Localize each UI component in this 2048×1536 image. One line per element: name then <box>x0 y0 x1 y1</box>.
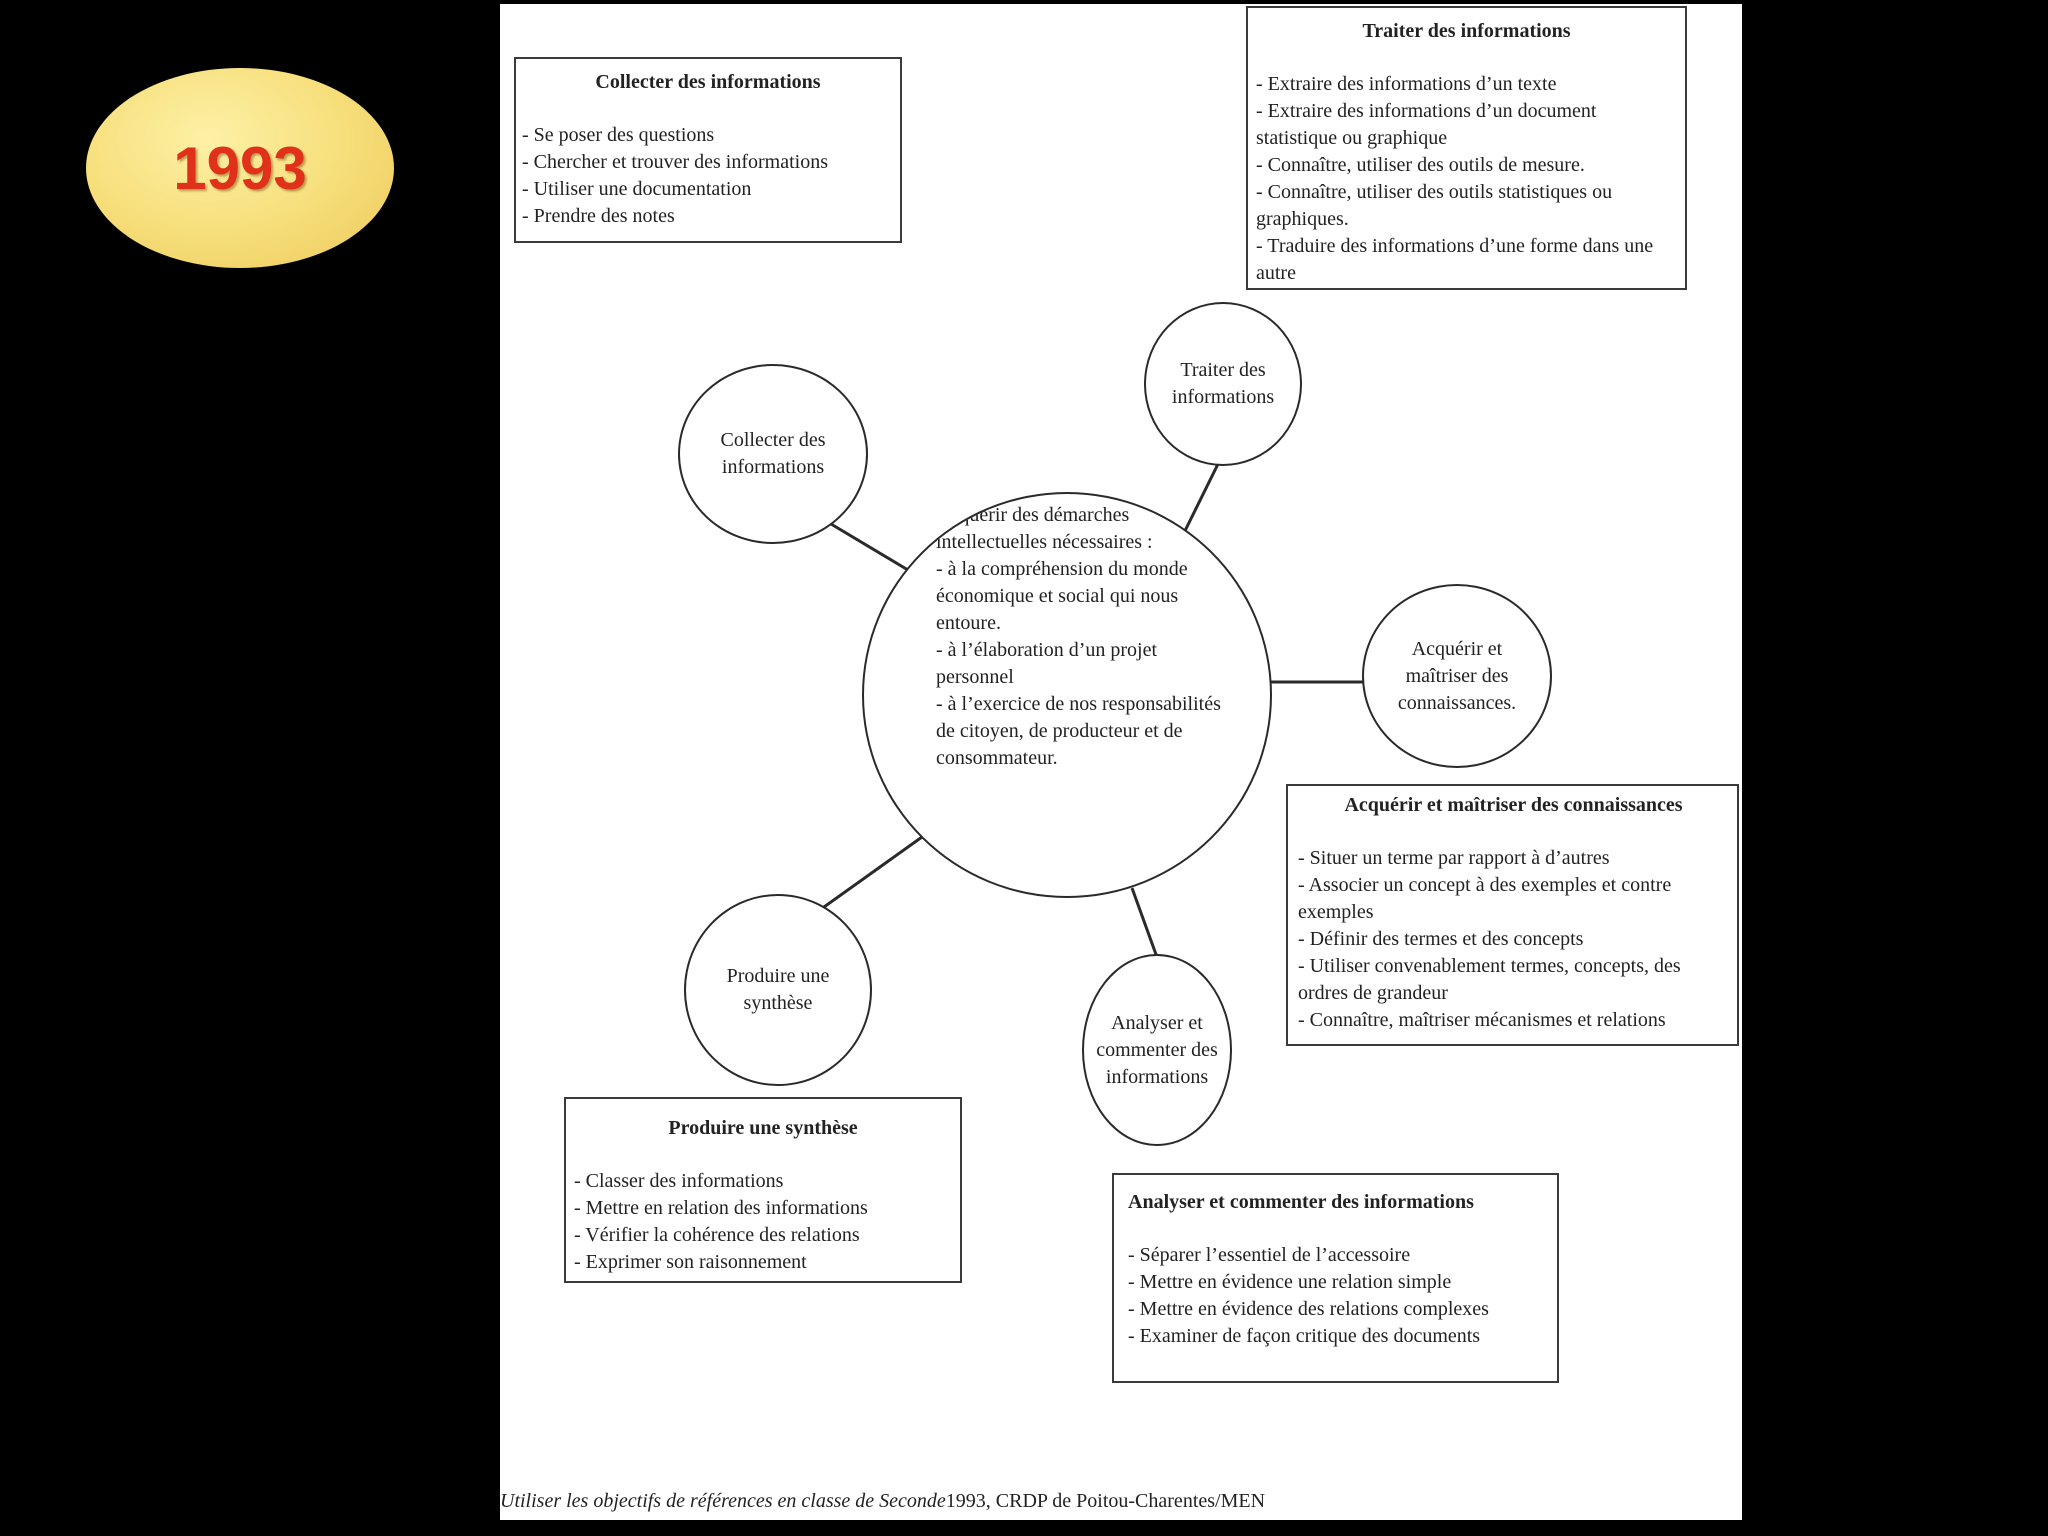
box-acquerir-list: - Situer un terme par rapport à d’autres… <box>1298 845 1729 1034</box>
box-produire: Produire une synthèse - Classer des info… <box>564 1097 962 1283</box>
circle-collecter: Collecter des informations <box>678 364 868 544</box>
center-line: - à l’élaboration d’un projet personnel <box>936 639 1158 688</box>
box-acquerir-title: Acquérir et maîtriser des connaissances <box>1344 794 1683 816</box>
box-analyser-title: Analyser et commenter des informations <box>1128 1191 1474 1213</box>
list-item: - Vérifier la cohérence des relations <box>574 1224 860 1246</box>
circle-collecter-label: Collecter des informations <box>720 429 826 478</box>
list-item: - Traduire des informations d’une forme … <box>1256 235 1654 284</box>
connector-lines <box>823 463 1366 961</box>
circle-produire-label: Produire une synthèse <box>726 965 830 1014</box>
list-item: - Se poser des questions <box>522 124 715 146</box>
connector-collecter <box>825 519 919 578</box>
list-item: - Connaître, utiliser des outils statist… <box>1256 181 1613 230</box>
box-traiter-list: - Extraire des informations d’un texte -… <box>1256 71 1677 287</box>
list-item: - Situer un terme par rapport à d’autres <box>1298 847 1610 869</box>
circle-center: Acquérir des démarches intellectuelles n… <box>862 492 1272 898</box>
connector-analyser <box>1130 887 1160 961</box>
center-line: - à l’exercice de nos responsabilités de… <box>936 693 1221 769</box>
box-collecter-list: - Se poser des questions - Chercher et t… <box>522 122 894 230</box>
circle-analyser-label: Analyser et commenter des informations <box>1096 1011 1218 1088</box>
list-item: - Classer des informations <box>574 1170 784 1192</box>
list-item: - Chercher et trouver des informations <box>522 151 829 173</box>
center-line: Acquérir des démarches intellectuelles n… <box>936 504 1153 553</box>
box-collecter-title: Collecter des informations <box>595 71 821 93</box>
circle-produire: Produire une synthèse <box>684 894 872 1086</box>
list-item: - Extraire des informations d’un texte <box>1256 73 1557 95</box>
list-item: - Utiliser une documentation <box>522 178 752 200</box>
center-line: - à la compréhension du monde économique… <box>936 558 1188 634</box>
box-analyser: Analyser et commenter des informations -… <box>1112 1173 1559 1383</box>
source-details: 1993, CRDP de Poitou-Charentes/MEN <box>945 1490 1266 1512</box>
list-item: - Extraire des informations d’un documen… <box>1256 100 1597 149</box>
box-traiter-title: Traiter des informations <box>1362 20 1571 42</box>
box-analyser-list: - Séparer l’essentiel de l’accessoire - … <box>1128 1242 1549 1350</box>
list-item: - Exprimer son raisonnement <box>574 1251 807 1273</box>
center-text: Acquérir des démarches intellectuelles n… <box>936 502 1236 772</box>
circle-acquerir-label: Acquérir et maîtriser des connaissances. <box>1397 637 1517 714</box>
box-collecter: Collecter des informations - Se poser de… <box>514 57 902 243</box>
circle-traiter: Traiter des informations <box>1144 302 1302 466</box>
list-item: - Connaître, maîtriser mécanismes et rel… <box>1298 1009 1666 1031</box>
source-title: Utiliser les objectifs de références en … <box>500 1490 946 1512</box>
list-item: - Connaître, utiliser des outils de mesu… <box>1256 154 1585 176</box>
list-item: - Mettre en évidence une relation simple <box>1128 1271 1452 1293</box>
box-produire-list: - Classer des informations - Mettre en r… <box>574 1168 952 1276</box>
year-label: 1993 <box>173 134 307 202</box>
box-acquerir: Acquérir et maîtriser des connaissances … <box>1286 784 1739 1046</box>
box-produire-title: Produire une synthèse <box>668 1117 858 1139</box>
box-traiter: Traiter des informations - Extraire des … <box>1246 6 1687 290</box>
diagram-page: Collecter des informations - Se poser de… <box>500 4 1742 1520</box>
list-item: - Prendre des notes <box>522 205 675 227</box>
source-citation: Utiliser les objectifs de références en … <box>500 1490 1742 1513</box>
list-item: - Mettre en relation des informations <box>574 1197 868 1219</box>
list-item: - Utiliser convenablement termes, concep… <box>1298 955 1681 1004</box>
list-item: - Définir des termes et des concepts <box>1298 928 1584 950</box>
list-item: - Examiner de façon critique des documen… <box>1128 1325 1481 1347</box>
year-badge: 1993 <box>86 68 394 268</box>
circle-traiter-label: Traiter des informations <box>1171 359 1275 408</box>
list-item: - Mettre en évidence des relations compl… <box>1128 1298 1489 1320</box>
list-item: - Séparer l’essentiel de l’accessoire <box>1128 1244 1411 1266</box>
connector-produire <box>823 835 923 909</box>
circle-analyser: Analyser et commenter des informations <box>1082 954 1232 1146</box>
list-item: - Associer un concept à des exemples et … <box>1298 874 1672 923</box>
circle-acquerir: Acquérir et maîtriser des connaissances. <box>1362 584 1552 768</box>
